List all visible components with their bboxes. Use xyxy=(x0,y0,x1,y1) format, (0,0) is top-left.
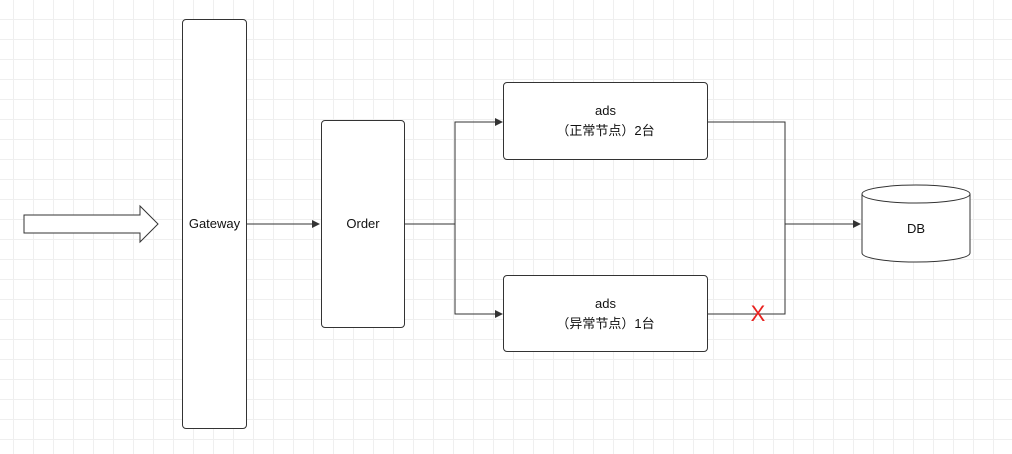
db-node[interactable]: DB xyxy=(862,208,970,248)
ads-abnormal-node[interactable]: ads （异常节点）1台 xyxy=(503,275,708,352)
db-cylinder-icon xyxy=(861,184,971,263)
input-arrow-icon xyxy=(23,204,159,244)
edge-order-ads-normal xyxy=(454,118,503,224)
edge-ads-abnormal-merge xyxy=(708,224,786,315)
order-label: Order xyxy=(346,216,380,231)
ads-abnormal-title: ads xyxy=(595,295,616,311)
order-node[interactable]: Order xyxy=(321,120,405,328)
gateway-node[interactable]: Gateway xyxy=(182,19,247,429)
ads-normal-title: ads xyxy=(595,103,616,118)
ads-normal-subtitle: （正常节点）2台 xyxy=(556,123,655,138)
ads-normal-node[interactable]: ads （正常节点）2台 xyxy=(503,82,708,160)
ads-abnormal-subtitle: （异常节点）1台 xyxy=(556,315,655,331)
failure-x-icon: X xyxy=(750,301,766,326)
gateway-label: Gateway xyxy=(188,216,241,231)
db-label: DB xyxy=(906,220,926,236)
edge-order-ads-abnormal xyxy=(454,224,503,318)
edge-ads-normal-merge xyxy=(708,121,786,224)
